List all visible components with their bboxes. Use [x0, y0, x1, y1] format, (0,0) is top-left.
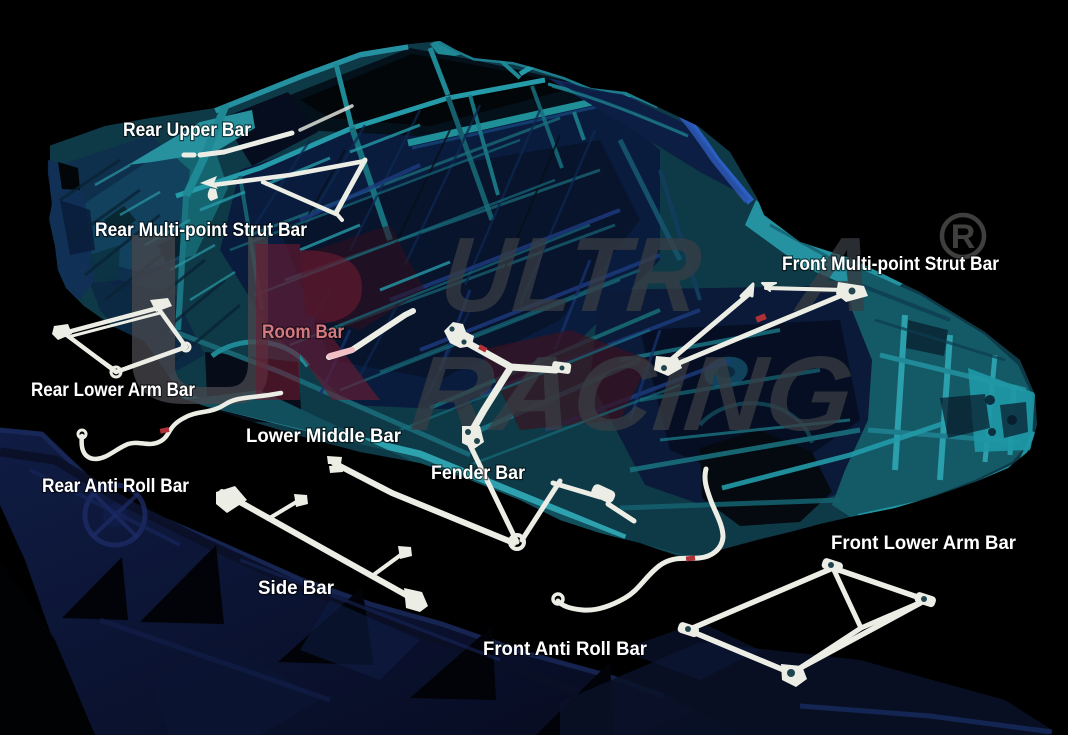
svg-text:ULTR: ULTR [436, 215, 707, 334]
svg-text:Front Anti Roll Bar: Front Anti Roll Bar [483, 638, 647, 660]
svg-text:Rear Anti Roll Bar: Rear Anti Roll Bar [42, 475, 189, 497]
svg-text:Front Multi-point Strut Bar: Front Multi-point Strut Bar [782, 253, 999, 275]
svg-text:Side Bar: Side Bar [258, 577, 334, 599]
svg-text:Rear Upper Bar: Rear Upper Bar [123, 119, 251, 141]
svg-text:Front Lower Arm Bar: Front Lower Arm Bar [831, 532, 1016, 554]
svg-text:A: A [790, 215, 882, 334]
svg-text:R: R [951, 218, 976, 256]
svg-text:Rear Multi-point Strut Bar: Rear Multi-point Strut Bar [95, 219, 307, 241]
svg-text:Room Bar: Room Bar [262, 321, 344, 343]
svg-text:Rear Lower Arm Bar: Rear Lower Arm Bar [31, 379, 195, 401]
svg-text:Fender Bar: Fender Bar [431, 462, 525, 484]
svg-text:Lower Middle Bar: Lower Middle Bar [246, 425, 401, 447]
